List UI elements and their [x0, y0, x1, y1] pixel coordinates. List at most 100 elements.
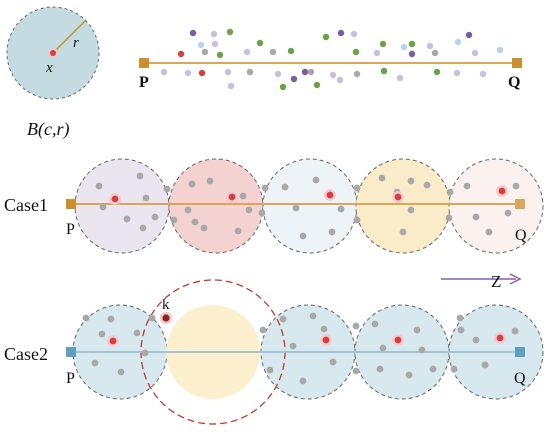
case2-point: [117, 368, 125, 376]
ball-radius-line: [52, 19, 87, 54]
case2-point: [133, 329, 141, 337]
case1-ball-1: [74, 158, 170, 254]
case2-point: [379, 344, 387, 352]
case2-point: [413, 326, 421, 334]
case2-point: [472, 336, 480, 344]
ball-radius-label: r: [73, 35, 79, 51]
case1-point: [399, 228, 407, 236]
case2-point: [98, 330, 106, 338]
case1-point: [407, 206, 415, 214]
top-point: [226, 28, 234, 36]
case1-ball-2: [168, 158, 264, 254]
case1-panel: Case1 P Q: [4, 158, 544, 254]
case1-point: [258, 209, 266, 217]
case2-point: [329, 358, 337, 366]
case2-point: [107, 315, 115, 323]
top-point: [453, 69, 461, 77]
case1-point: [281, 183, 289, 191]
case1-center-point: [228, 193, 236, 201]
top-point: [337, 29, 345, 37]
top-segment-end-marker: [512, 58, 522, 68]
case2-point: [371, 320, 379, 328]
direction-arrow-head: [509, 273, 522, 285]
case1-point: [170, 216, 178, 224]
case1-point: [234, 227, 242, 235]
case1-end-marker: [515, 199, 525, 209]
case1-point: [423, 181, 431, 189]
top-point: [379, 40, 387, 48]
top-point: [287, 47, 295, 55]
case1-point: [191, 218, 199, 226]
case1-point: [504, 209, 512, 217]
case2-point: [450, 365, 458, 373]
case2-point: [456, 314, 464, 322]
case2-point: [141, 349, 149, 357]
case2-point: [289, 342, 297, 350]
case2-point: [309, 312, 317, 320]
top-point: [307, 68, 315, 76]
top-point: [256, 39, 264, 47]
top-point: [246, 68, 254, 76]
case2-point: [320, 325, 328, 333]
top-point: [160, 68, 168, 76]
case1-point: [485, 228, 493, 236]
case1-point: [163, 185, 171, 193]
top-point: [426, 42, 434, 50]
case1-point: [206, 177, 214, 185]
case1-ball-3: [262, 158, 358, 254]
case1-point: [463, 182, 471, 190]
case2-point: [429, 365, 437, 373]
top-point: [353, 70, 361, 78]
top-point: [396, 74, 404, 82]
top-point: [454, 38, 462, 46]
top-point: [336, 76, 344, 84]
top-point: [400, 43, 408, 51]
case2-point: [352, 367, 360, 375]
case1-end-label: Q: [515, 227, 527, 244]
case2-point: [511, 327, 519, 335]
top-segment-start-label: P: [139, 74, 149, 91]
case2-point: [405, 371, 413, 379]
top-point: [479, 70, 487, 78]
case1-point: [139, 224, 147, 232]
top-point: [274, 70, 282, 78]
case1-point: [472, 213, 480, 221]
case1-center-point: [326, 191, 334, 199]
direction-arrow: Z: [441, 272, 522, 291]
case1-point: [512, 182, 520, 190]
case1-point: [95, 182, 103, 190]
case1-center-point: [498, 187, 506, 195]
case2-center-point: [394, 336, 402, 344]
top-point: [290, 75, 298, 83]
case2-start-marker: [66, 347, 76, 357]
case1-point: [245, 206, 253, 214]
top-point: [269, 48, 277, 56]
top-point: [279, 83, 287, 91]
case2-point: [481, 361, 489, 369]
case1-label: Case1: [4, 195, 48, 215]
ball-center-point: [50, 50, 56, 56]
top-point: [352, 48, 360, 56]
top-point: [201, 48, 209, 56]
case2-point: [148, 314, 156, 322]
case1-point: [353, 216, 361, 224]
case2-end-label: Q: [514, 370, 526, 387]
case1-start-marker: [66, 199, 76, 209]
top-point: [198, 69, 206, 77]
top-segment-end-label: Q: [508, 74, 520, 91]
case1-point: [136, 172, 144, 180]
top-point: [210, 30, 218, 38]
case2-point: [457, 326, 465, 334]
case2-label: Case2: [4, 344, 48, 364]
top-point: [197, 41, 205, 49]
top-point: [380, 67, 388, 75]
case2-panel: Case2 P Q k: [4, 279, 544, 425]
case1-point: [337, 205, 345, 213]
top-point: [224, 68, 232, 76]
case1-point: [407, 177, 415, 185]
case1-point: [328, 228, 336, 236]
case1-ball-4: [355, 158, 451, 254]
case2-point: [266, 366, 274, 374]
case1-point: [445, 214, 453, 222]
